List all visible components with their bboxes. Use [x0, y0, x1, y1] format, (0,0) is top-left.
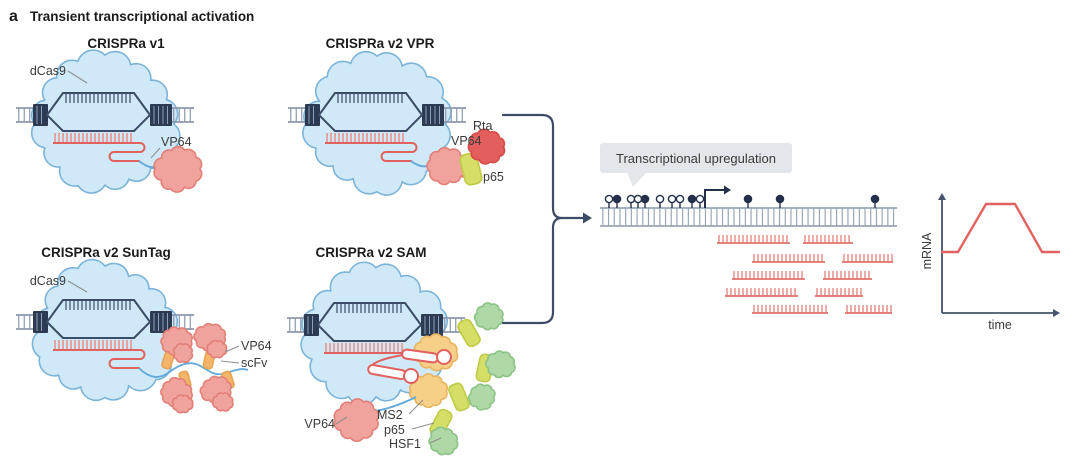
leader-dcas9-v1: [67, 70, 88, 84]
leader-p65-sam: [411, 422, 435, 430]
cas9-complex-suntag: [16, 258, 249, 414]
cas9-complex-v1: [16, 49, 203, 194]
methylation-mark-filled: [640, 194, 650, 204]
label-dcas9-suntag: dCas9: [30, 274, 66, 288]
leader-scfv-suntag: [220, 360, 240, 364]
x-axis-arrow-icon: [1053, 309, 1060, 317]
methylation-mark-open: [604, 194, 614, 204]
label-vp64-v1: VP64: [161, 135, 192, 149]
methylation-mark-open: [655, 194, 665, 204]
panel-title-suntag: CRISPRa v2 SunTag: [41, 245, 171, 260]
label-p65-sam: p65: [384, 423, 405, 437]
leader-hsf1-sam: [429, 437, 442, 444]
label-hsf1-sam: HSF1: [389, 437, 421, 451]
cas9-complex-sam: [287, 261, 516, 456]
methylation-mark-open: [633, 194, 643, 204]
methylation-mark-filled: [687, 194, 697, 204]
methylation-mark-open: [626, 194, 636, 204]
callout-transcriptional-upregulation: [600, 143, 792, 187]
mrna-time-graph: [938, 193, 1061, 317]
mrna-transcripts: [717, 235, 893, 314]
callout-label: Transcriptional upregulation: [616, 151, 776, 166]
graphics-layer: [16, 49, 1061, 456]
panel-title-v1: CRISPRa v1: [87, 36, 165, 51]
leader-vp64-v1: [150, 147, 161, 159]
methylation-mark-open: [667, 194, 677, 204]
methylation-mark-filled: [870, 194, 880, 204]
figure-panel-label: a: [9, 8, 18, 25]
label-dcas9-v1: dCas9: [30, 64, 66, 78]
methylation-mark-open: [675, 194, 685, 204]
label-scfv-suntag: scFv: [241, 356, 268, 370]
panel-title-sam: CRISPRa v2 SAM: [315, 245, 426, 260]
convergence-bracket: [501, 113, 592, 325]
promoter-dna: [600, 185, 897, 227]
label-rta-vpr: Rta: [473, 119, 493, 133]
leader-vp64-suntag: [224, 345, 240, 353]
label-p65-vpr: p65: [483, 170, 504, 184]
leader-vp64-sam: [335, 416, 348, 425]
panel-title-vpr: CRISPRa v2 VPR: [326, 36, 435, 51]
graph-ylabel: mRNA: [920, 232, 934, 269]
graph-xlabel: time: [988, 318, 1012, 332]
label-vp64-vpr: VP64: [451, 134, 482, 148]
methylation-mark-filled: [743, 194, 753, 204]
cas9-complex-vpr: [288, 50, 506, 196]
label-vp64-suntag: VP64: [241, 339, 272, 353]
label-ms2-sam: MS2: [377, 408, 403, 422]
leader-dcas9-suntag: [67, 280, 88, 293]
figure-title: Transient transcriptional activation: [30, 9, 254, 24]
transcription-start-arrow: [704, 185, 731, 208]
methylation-mark-open: [695, 194, 705, 204]
methylation-mark-filled: [612, 194, 622, 204]
leader-ms2-sam: [408, 399, 424, 415]
label-vp64-sam: VP64: [304, 417, 335, 431]
text-layer: a Transient transcriptional activation C…: [9, 8, 1012, 451]
arrow-right-icon: [583, 212, 592, 224]
mrna-expression-curve: [940, 202, 1061, 254]
leader-lines: [67, 70, 442, 444]
methylation-mark-filled: [775, 194, 785, 204]
y-axis-arrow-icon: [938, 193, 946, 200]
